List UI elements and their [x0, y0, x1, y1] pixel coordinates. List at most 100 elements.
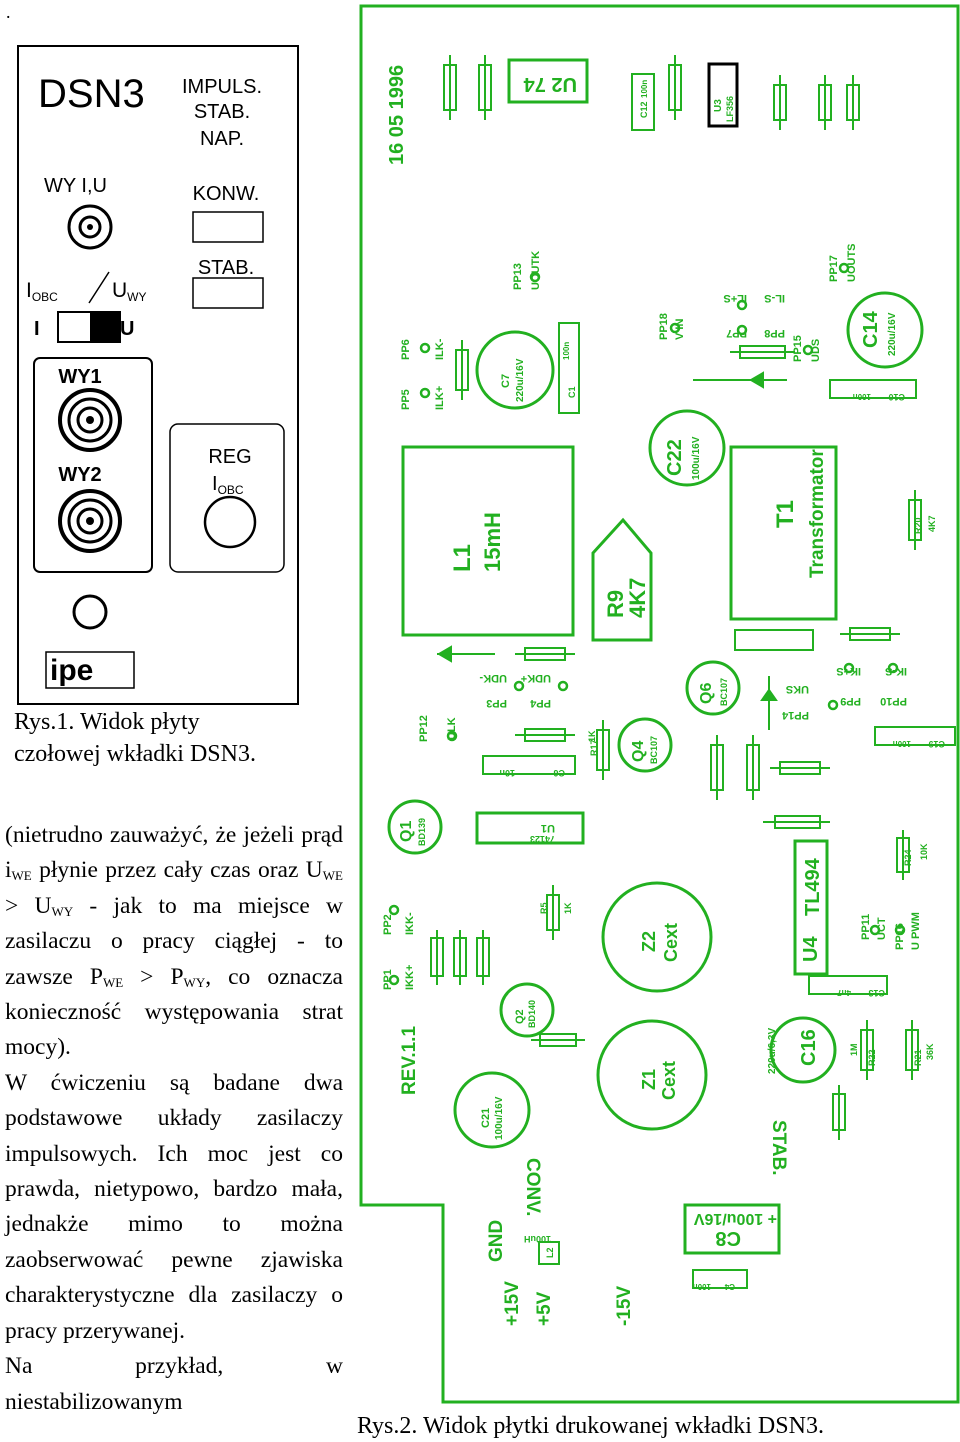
wy1-bnc-connector[interactable] [58, 388, 122, 452]
c6-capacitor [482, 755, 576, 775]
resistor-group [430, 55, 922, 1140]
c6-label: C6 [553, 768, 565, 778]
u1-value: 74123 [530, 834, 555, 844]
konw-label: KONW. [193, 183, 260, 205]
t1-transformer-outline [729, 445, 838, 621]
q4-value: BC107 [649, 736, 659, 764]
z2-label: Z2 [639, 931, 659, 952]
u4-ic [793, 839, 829, 976]
switch-label-right: UWY [112, 279, 147, 304]
mode-toggle-switch[interactable] [57, 311, 121, 343]
pp11-value: UCT [876, 917, 888, 940]
q4-label: Q4 [630, 741, 647, 762]
r17-value: 1K [587, 730, 597, 742]
c10-capacitor [829, 379, 917, 399]
output-label: WY I,U [44, 175, 107, 197]
c16-capacitor [769, 1016, 837, 1084]
q2-value: BD140 [527, 1000, 537, 1028]
pp11-label: PP11 [860, 914, 872, 940]
z2-outline [601, 881, 713, 993]
c14-label: C14 [860, 310, 882, 348]
stab-indicator [192, 277, 264, 309]
r22-value: 1M [849, 1043, 859, 1056]
pp16-value: U PWM [910, 912, 922, 950]
c13-value: 4n7 [837, 988, 851, 997]
r20-value: 4K7 [927, 515, 937, 532]
pcb-gnd: GND [486, 1220, 507, 1262]
c1-label: C1 [567, 386, 577, 398]
pcb-rev: REV.1.1 [399, 1026, 420, 1095]
switch-pos-right: U [120, 318, 134, 340]
r22-label: R22 [867, 1049, 877, 1066]
l1-value: 15mH [480, 512, 505, 572]
u3-value: LF356 [725, 96, 735, 122]
q6-label: Q6 [698, 683, 715, 704]
paragraph-2: W ćwiczeniu są badane dwa podstawowe ukł… [5, 1069, 343, 1344]
r5-label: R5 [539, 902, 549, 914]
r21-value: 36K [925, 1043, 935, 1060]
bnc-box [33, 357, 153, 573]
pcb-stab: STAB. [768, 1120, 789, 1176]
panel-outline [17, 45, 299, 705]
wy2-label: WY2 [58, 464, 101, 486]
power-led [72, 594, 108, 630]
stab-label: STAB. [198, 257, 254, 279]
pcb-conv: CONV. [522, 1158, 543, 1216]
u3-label: U3 [713, 99, 724, 112]
l1-inductor-outline [401, 445, 575, 637]
z1-value: Cext [659, 1061, 679, 1100]
pp2-label: PP2 [382, 914, 394, 935]
q2-label: Q2 [514, 1009, 526, 1024]
c7-value: 220u/16V [515, 358, 526, 402]
u1-ic [475, 811, 585, 845]
paragraph-3-line: Na przykład, w [5, 1353, 343, 1380]
pp17-label: PP17 [828, 255, 840, 282]
pp2-value: IKK- [404, 912, 416, 935]
r24-value: 10K [919, 843, 929, 860]
u2-ic [507, 58, 589, 104]
reg-box [169, 423, 285, 573]
c10-value: 100n [853, 392, 871, 401]
c10-label: C10 [888, 392, 905, 402]
pcb-date: 16 05 1996 [386, 65, 408, 165]
c7-capacitor [475, 330, 555, 410]
figure-1-caption-line-1: Rys.1. Widok płyty [14, 709, 200, 735]
z1-outline [596, 1019, 708, 1131]
c13-capacitor [808, 975, 888, 995]
c1-value: 100n [562, 342, 571, 360]
pcb-plus5v: +5V [534, 1291, 555, 1326]
figure-2-caption: Rys.2. Widok płytki drukowanej wkładki D… [357, 1413, 824, 1439]
panel-title: DSN3 [38, 72, 145, 116]
c21-value: 100u/16V [494, 1096, 505, 1140]
c19-capacitor [874, 726, 956, 746]
q1-value: BD139 [417, 818, 427, 846]
c19-label: C19 [928, 739, 945, 749]
pp8-value: IL-S [764, 292, 785, 304]
pp1-value: IKK+ [404, 965, 416, 990]
paragraph-3-end: niestabilizowanym [5, 1388, 183, 1415]
pp4-value: UDK+ [521, 672, 551, 684]
pp6-value: ILK- [434, 338, 446, 360]
u4-label: U4 [800, 936, 822, 962]
pp9-label: PP9 [840, 695, 861, 707]
reg-knob[interactable] [203, 495, 257, 549]
pp14-label: PP14 [781, 709, 809, 721]
c16-label: C16 [798, 1029, 820, 1066]
l2-inductor [538, 1241, 560, 1265]
pcb-plus15v: +15V [502, 1281, 523, 1326]
figure-1-caption-line-2: czołowej wkładki DSN3. [14, 741, 256, 767]
konw-indicator [192, 211, 264, 243]
output-jack[interactable] [67, 204, 113, 250]
r9-label: R9 [603, 590, 628, 618]
c12-value: 100n [640, 80, 649, 98]
reg-sub-label: IOBC [212, 473, 244, 497]
wy2-bnc-connector[interactable] [58, 489, 122, 553]
wy1-label: WY1 [58, 366, 101, 388]
c8-value: + 100u/16V [694, 1210, 778, 1227]
pp5-value: ILK+ [434, 386, 446, 410]
c8-capacitor [683, 1203, 781, 1255]
c1-capacitor [558, 322, 580, 414]
pp15-label: PP15 [792, 335, 804, 362]
pp14-value: UKS [786, 683, 809, 695]
c8-label: C8 [715, 1227, 741, 1249]
